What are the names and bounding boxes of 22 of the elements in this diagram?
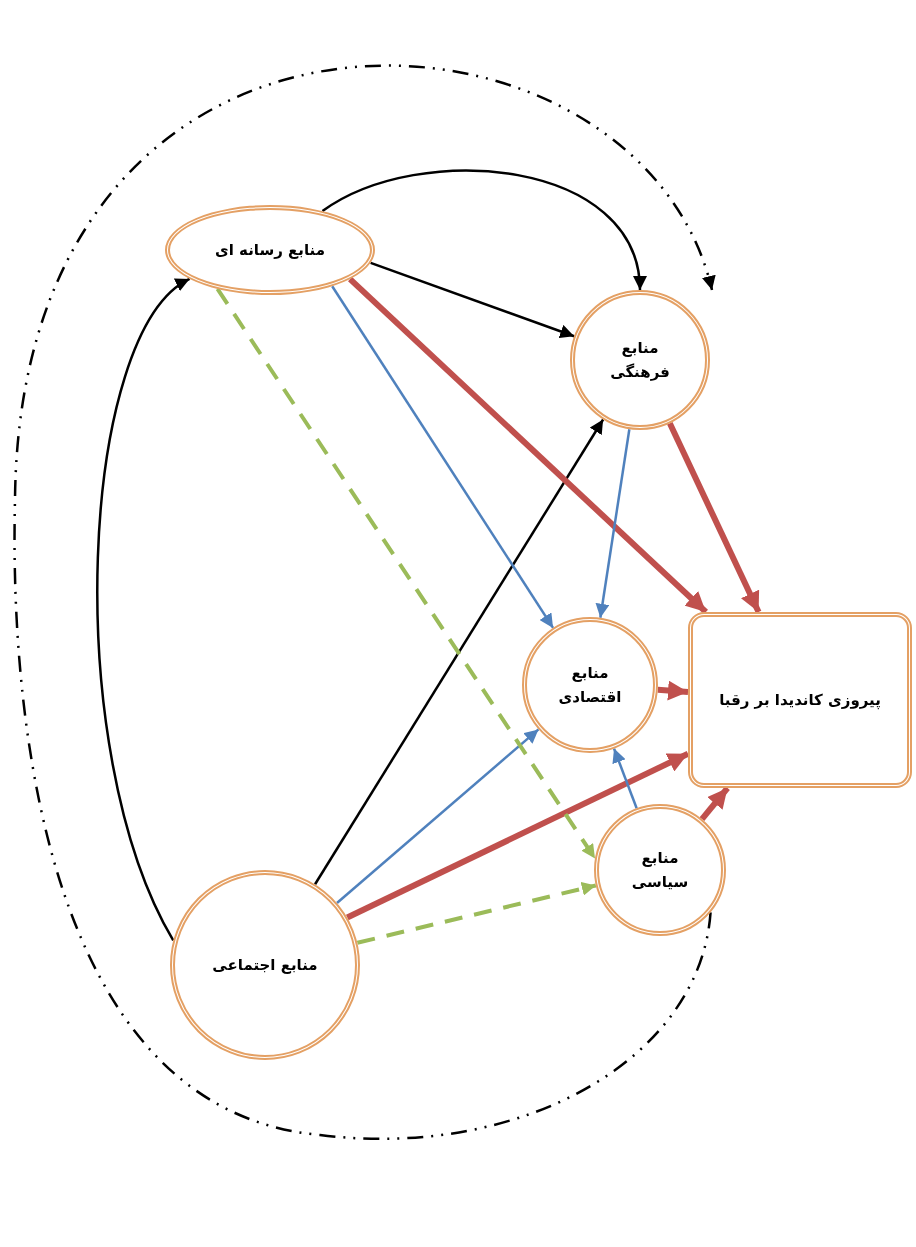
arrow (612, 748, 638, 809)
arrow (348, 276, 708, 615)
node-label: منابع سیاسی (630, 848, 690, 893)
node-label: پیروزی کاندیدا بر رقبا (718, 690, 882, 712)
arrow (356, 881, 597, 945)
arrow (96, 277, 191, 941)
arrow (345, 751, 690, 921)
arrow (13, 65, 714, 1140)
node-label: منابع رسانه ای (214, 240, 326, 261)
arrow (370, 261, 575, 339)
result-box (688, 612, 912, 788)
arrow (595, 429, 631, 618)
arrow (667, 422, 762, 614)
arrow (336, 728, 540, 904)
arrow (321, 169, 645, 291)
node-label: منابع اقتصادی (557, 663, 623, 708)
node-label: منابع فرهنگی (609, 338, 671, 383)
arrow (314, 418, 605, 885)
arrow (331, 285, 555, 629)
arrow (699, 786, 730, 821)
arrow (657, 680, 689, 701)
node-label: منابع اجتماعی (211, 955, 319, 976)
